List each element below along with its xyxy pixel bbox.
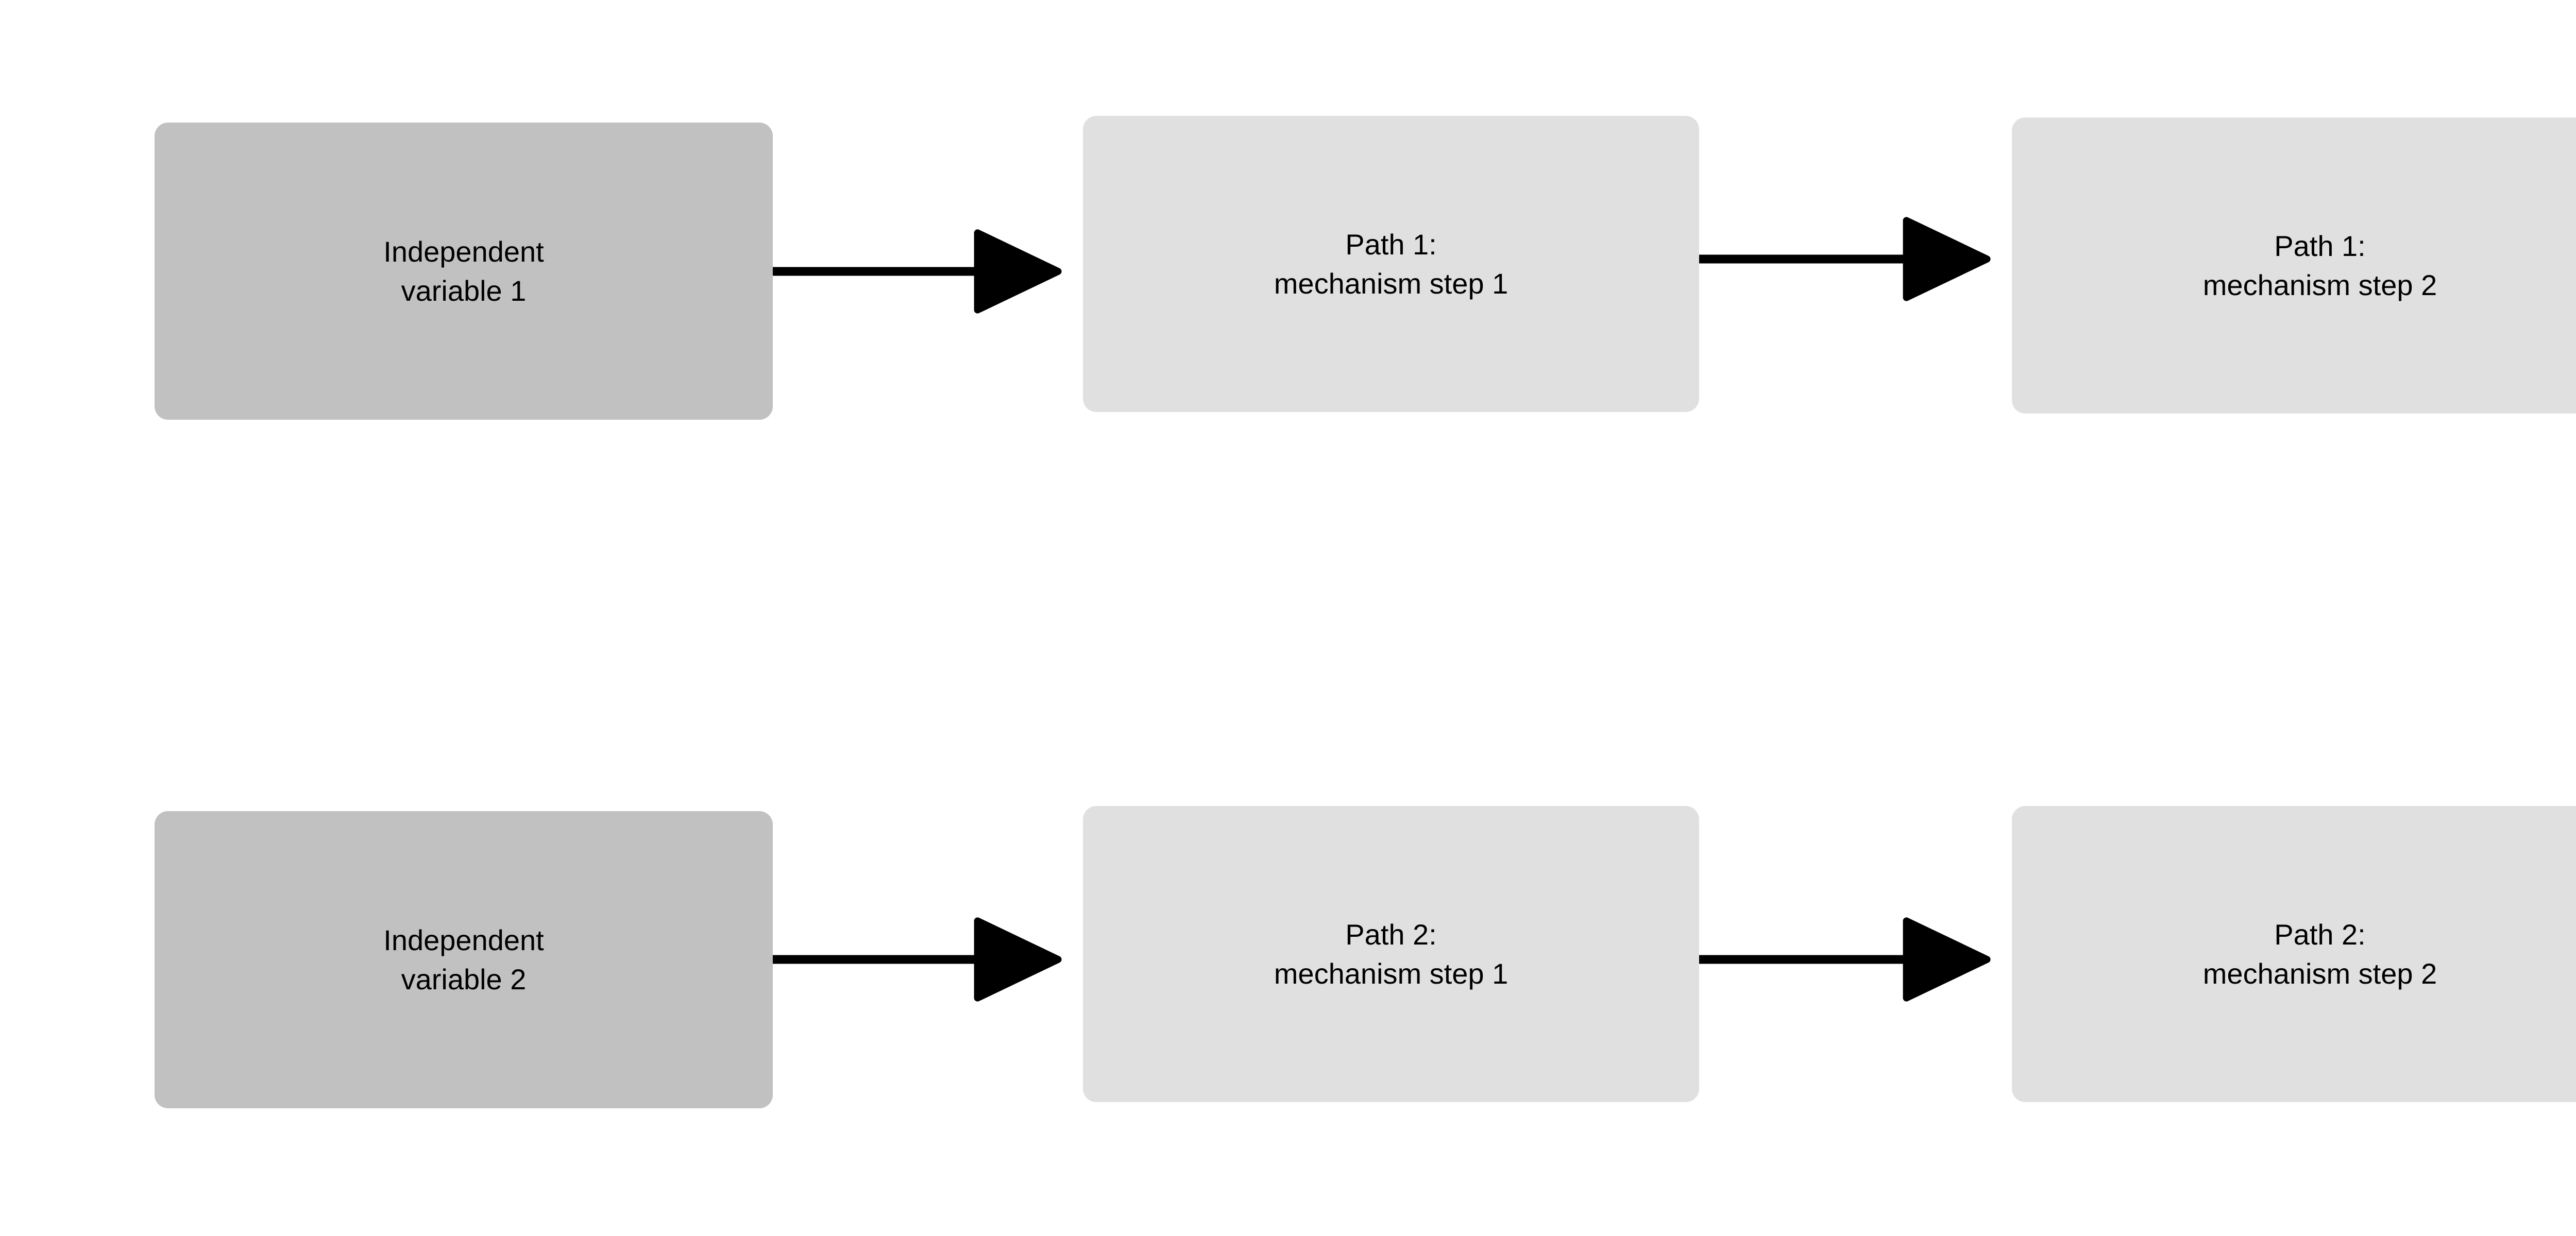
node-label-path-1-mechanism-step-1: Path 1: mechanism step 1 xyxy=(1274,228,1509,300)
node-label-path-2-mechanism-step-2: Path 2: mechanism step 2 xyxy=(2202,918,2437,990)
node-label-path-1-mechanism-step-2: Path 1: mechanism step 2 xyxy=(2202,229,2437,301)
node-path-1-mechanism-step-1[interactable]: Path 1: mechanism step 1 xyxy=(1083,116,1699,412)
node-independent-variable-1[interactable]: Independent variable 1 xyxy=(155,123,773,420)
node-label-path-2-mechanism-step-1: Path 2: mechanism step 1 xyxy=(1274,918,1509,990)
node-label-independent-variable-2: Independent variable 2 xyxy=(383,923,544,995)
node-independent-variable-2[interactable]: Independent variable 2 xyxy=(155,811,773,1108)
node-path-2-mechanism-step-2[interactable]: Path 2: mechanism step 2 xyxy=(2012,806,2576,1102)
node-path-2-mechanism-step-1[interactable]: Path 2: mechanism step 1 xyxy=(1083,806,1699,1102)
node-label-independent-variable-1: Independent variable 1 xyxy=(383,235,544,307)
node-path-1-mechanism-step-2[interactable]: Path 1: mechanism step 2 xyxy=(2012,117,2576,414)
